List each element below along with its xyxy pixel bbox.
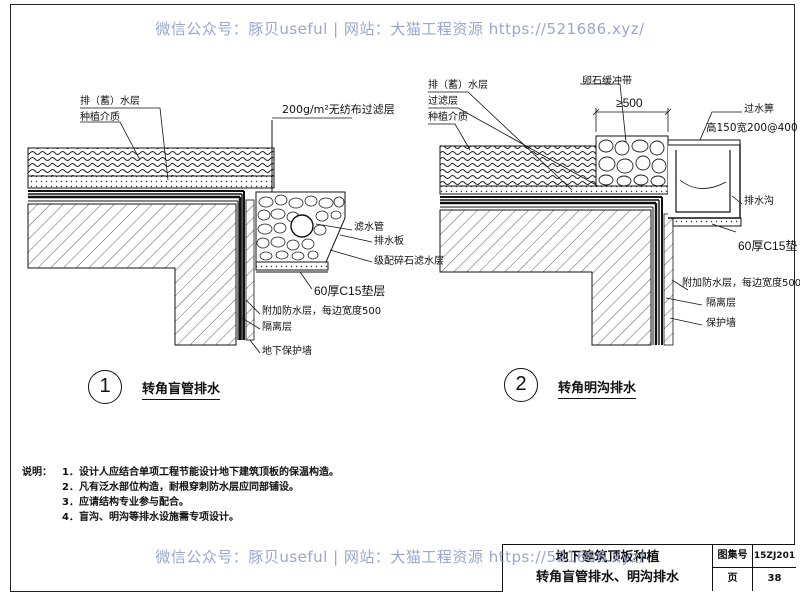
- d2-label-extra-waterproof: 附加防水层，每边宽度500: [682, 278, 800, 289]
- notes-block: 说明： 1．设计人应结合单项工程节能设计地下建筑顶板的保温构造。 2．凡有泛水部位…: [22, 465, 339, 525]
- notes-heading: 说明：: [22, 467, 52, 478]
- d2-label-drain-layer: 排（蓄）水层: [428, 80, 488, 91]
- atlas-label: 图集号: [713, 545, 753, 568]
- d1-cushion: [255, 261, 329, 271]
- watermark-bottom: 微信公众号：豚贝useful | 网站：大猫工程资源 https://52168…: [155, 548, 645, 566]
- d2-label-trench-size: 高150宽200@400: [706, 122, 798, 134]
- d1-concrete: [27, 203, 237, 346]
- d1-planting-medium: [27, 147, 275, 177]
- d2-label-dimension: ≥500: [616, 96, 643, 110]
- d2-label-drain-trench: 排水沟: [744, 196, 774, 207]
- note-item-4: 4．盲沟、明沟等排水设施需专项设计。: [62, 512, 239, 523]
- title-line-1: 地下建筑顶板种植: [555, 550, 660, 565]
- d1-label-planting-medium: 种植介质: [80, 112, 120, 123]
- d1-label-filter-layer: 200g/m²无纺布过滤层: [282, 103, 395, 116]
- d2-pebble-strip: [595, 135, 669, 187]
- note-item-2: 2．凡有泛水部位构造，耐根穿刺防水层应同部铺设。: [62, 482, 299, 493]
- page-value: 38: [767, 573, 782, 584]
- d2-caption: 转角明沟排水: [558, 377, 637, 399]
- title-block-title: 地下建筑顶板种植 转角盲管排水、明沟排水: [503, 545, 713, 591]
- d2-label-water-grate: 过水箅: [744, 104, 774, 115]
- d1-caption: 转角盲管排水: [142, 378, 221, 400]
- d1-label-cushion: 60厚C15垫层: [314, 284, 386, 298]
- d1-label-protection-wall: 地下保护墙: [262, 346, 312, 357]
- d1-label-isolation: 隔离层: [262, 322, 292, 333]
- d1-filter-pipe: [290, 214, 314, 238]
- d2-number-circle: 2: [504, 368, 538, 402]
- d1-label-gravel-layer: 级配碎石滤水层: [374, 256, 444, 267]
- d1-label-drain-layer: 排（蓄）水层: [80, 96, 140, 107]
- d2-protection-wall: [663, 213, 674, 346]
- d1-protection-wall: [245, 199, 255, 341]
- d2-drain-trench: [668, 143, 741, 219]
- d1-drain-layer: [27, 175, 275, 189]
- d1-label-extra-waterproof: 附加防水层，每边宽度500: [262, 306, 382, 317]
- drawing-frame: [10, 4, 795, 592]
- watermark-top: 微信公众号：豚贝useful | 网站：大猫工程资源 https://52168…: [155, 20, 645, 38]
- d1-label-drain-board: 排水板: [374, 236, 404, 247]
- d2-label-filter-layer: 过滤层: [428, 96, 458, 107]
- title-block: 地下建筑顶板种植 转角盲管排水、明沟排水 图集号 15ZJ201 页 38: [502, 544, 796, 592]
- d2-concrete: [439, 209, 652, 346]
- d1-label-filter-pipe: 滤水管: [354, 222, 384, 233]
- note-item-1: 1．设计人应结合单项工程节能设计地下建筑顶板的保温构造。: [62, 467, 339, 478]
- d2-label-pebble-strip: 卵石缓冲带: [582, 76, 632, 87]
- d2-label-planting-medium: 种植介质: [428, 112, 468, 123]
- d2-label-protection: 保护墙: [706, 318, 736, 329]
- note-item-3: 3．应请结构专业参与配合。: [62, 497, 189, 508]
- d1-number-circle: 1: [88, 370, 122, 404]
- title-line-2: 转角盲管排水、明沟排水: [535, 570, 679, 585]
- detail1-drawing: [27, 107, 373, 354]
- d2-drain-layer: [439, 185, 669, 195]
- page-label: 页: [713, 568, 753, 591]
- d2-planting-medium: [439, 145, 597, 187]
- d2-label-isolation: 隔离层: [706, 298, 736, 309]
- d2-label-cushion: 60厚C15垫: [738, 239, 798, 253]
- d2-water-grate: [667, 139, 741, 146]
- atlas-value: 15ZJ201: [753, 545, 796, 568]
- detail2-drawing: [428, 83, 743, 346]
